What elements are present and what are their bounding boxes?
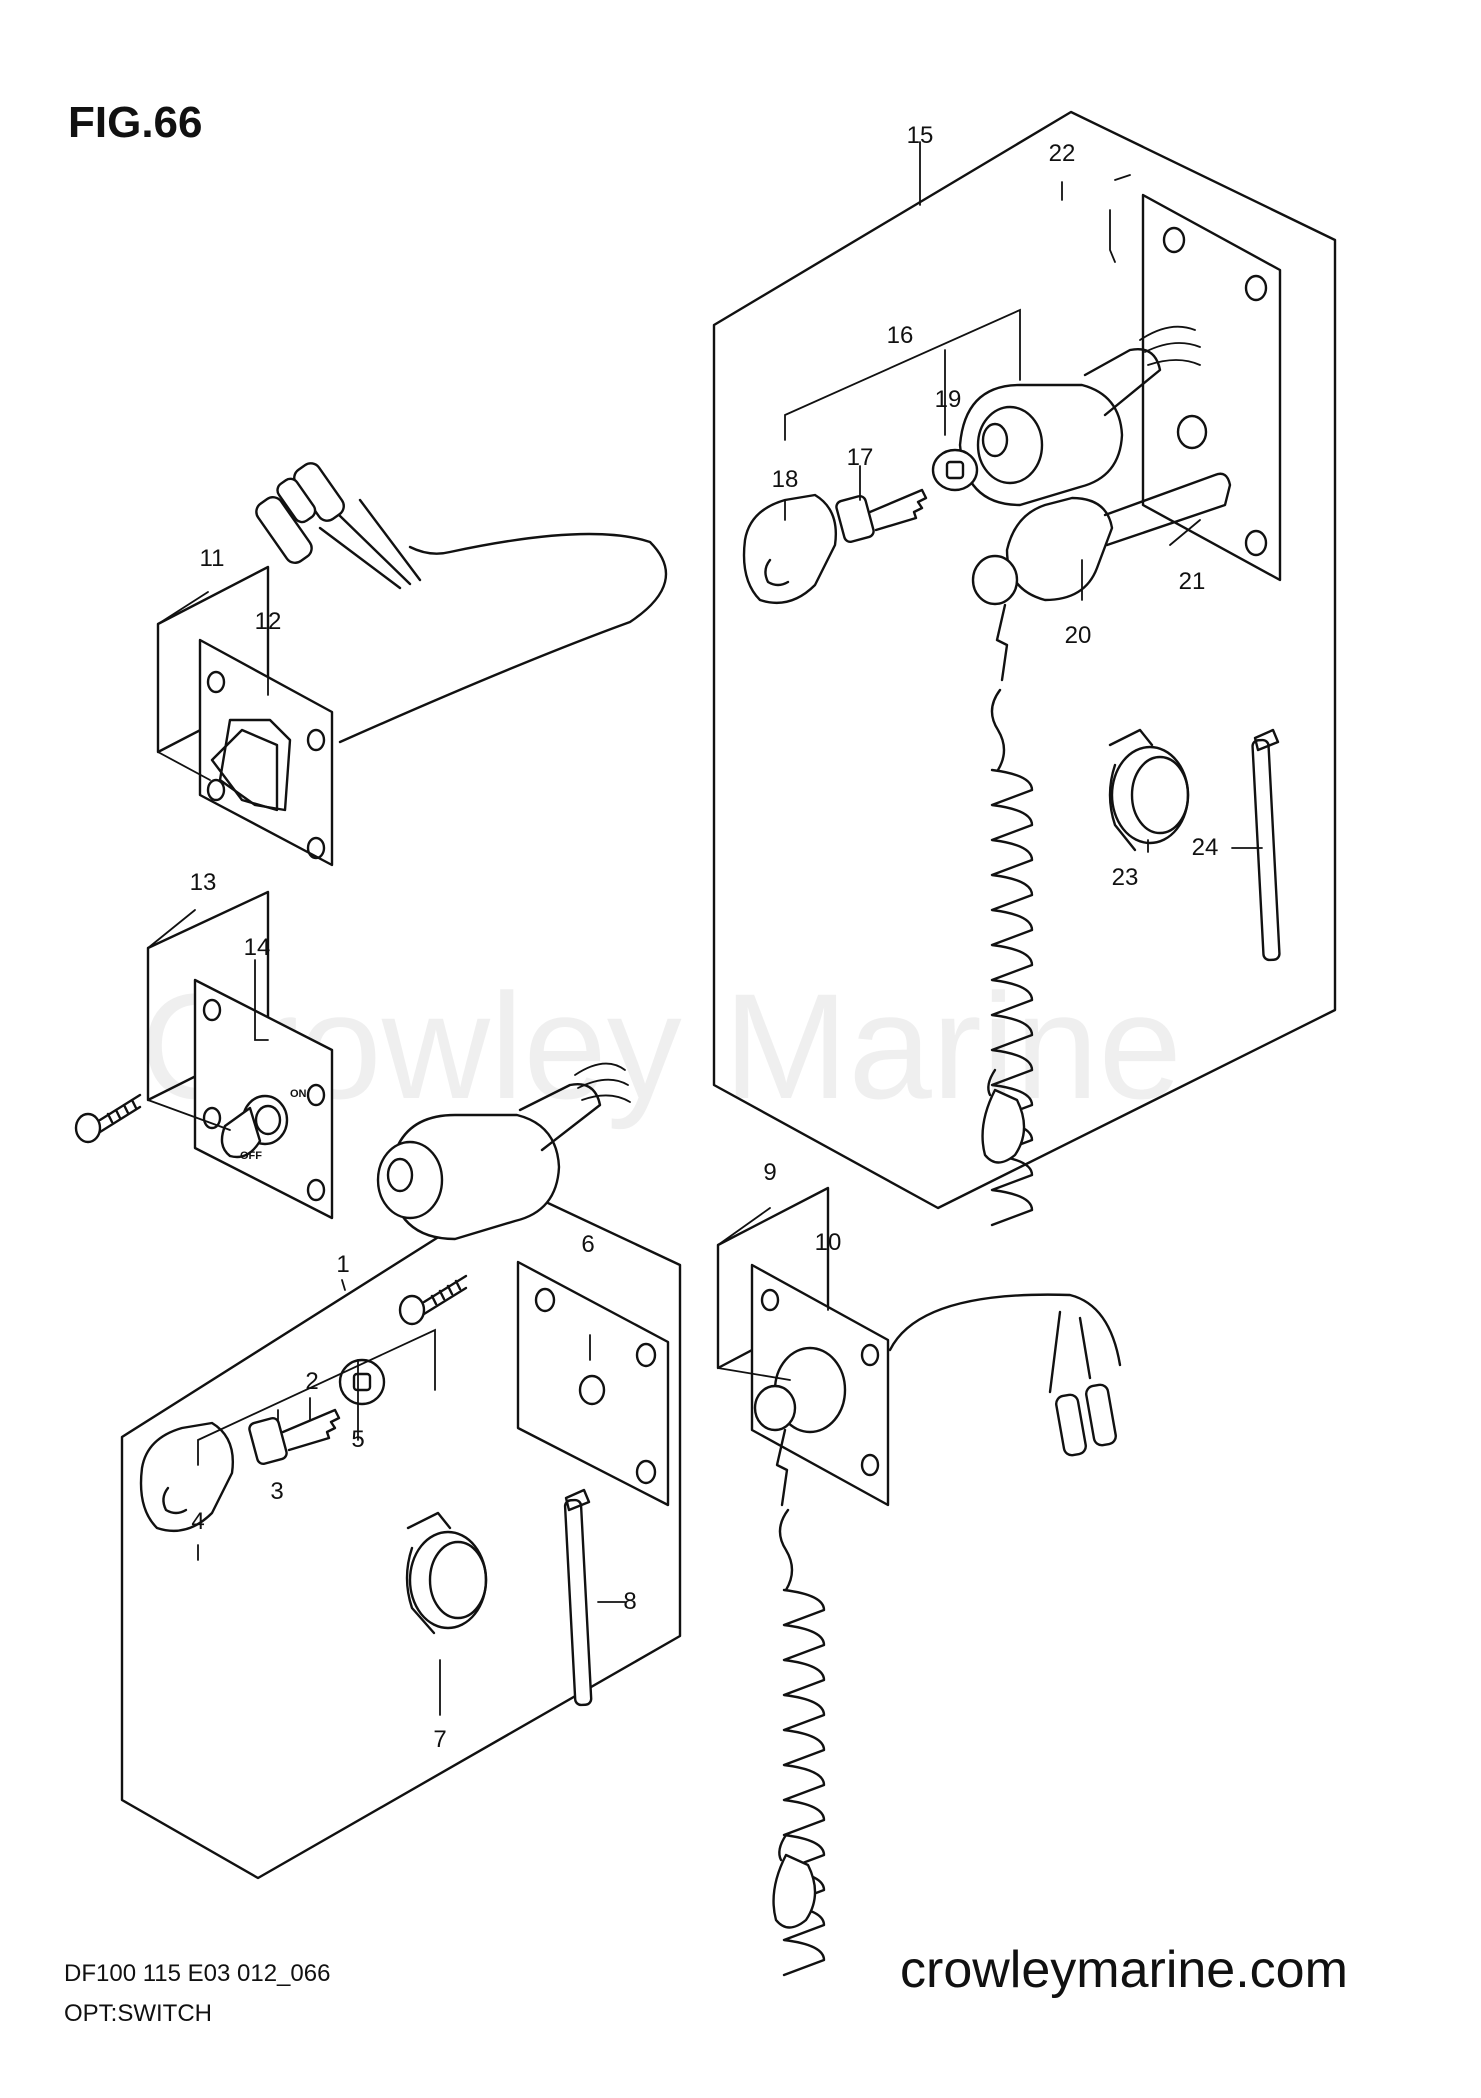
callout-21: 21 [1178, 568, 1206, 595]
website-url: crowleymarine.com [900, 1941, 1348, 1999]
kit-13-screw [74, 1093, 142, 1144]
kit-15-lanyard-coil [981, 688, 1034, 1227]
kit-15-panel [712, 110, 1337, 1210]
callout-8: 8 [623, 1588, 637, 1615]
model-code: DF100 115 E03 012_066 [64, 1960, 331, 1987]
callout-9: 9 [763, 1159, 777, 1186]
figure-title: FIG.66 [68, 98, 203, 147]
kit-13-toggle-switch [220, 1094, 289, 1159]
kit-1-horn [405, 1511, 488, 1635]
callout-6: 6 [581, 1231, 595, 1258]
kit-11-wire [318, 498, 668, 744]
section-subtitle: OPT:SWITCH [64, 2000, 212, 2027]
kit-1-screw [398, 1274, 468, 1326]
kit-1-key [248, 1408, 341, 1466]
kit-15-mount-plate [1141, 193, 1282, 582]
callout-24: 24 [1191, 834, 1219, 861]
kit-11-rocker-switch [210, 718, 292, 812]
callout-13: 13 [189, 869, 217, 896]
kit-15-key-cover [742, 493, 837, 605]
callout-18: 18 [771, 466, 799, 493]
kit-15-keyhole-seal [931, 448, 979, 492]
callout-16: 16 [886, 322, 914, 349]
kit-11-connectors [255, 462, 345, 564]
callout-4: 4 [191, 1508, 205, 1535]
kit-1-mount-plate [516, 1260, 670, 1507]
kit-1-keyhole-seal [338, 1358, 386, 1406]
callout-19: 19 [934, 386, 962, 413]
kit-1-panel [120, 1186, 682, 1880]
kit-1-cable-tie [563, 1488, 593, 1707]
leader-lines [147, 141, 1263, 1716]
callout-17: 17 [846, 444, 874, 471]
callout-5: 5 [351, 1426, 365, 1453]
kit-1-main-switch [376, 1062, 631, 1241]
callout-15: 15 [906, 122, 934, 149]
callout-7: 7 [433, 1726, 447, 1753]
kit-15-horn [1108, 728, 1190, 852]
kit-9-wire [888, 1293, 1122, 1394]
callout-2: 2 [305, 1368, 319, 1395]
kit-9-stop-switch [753, 1346, 847, 1507]
toggle-off-label: OFF [240, 1150, 262, 1162]
callout-11: 11 [199, 545, 225, 572]
callout-12: 12 [254, 608, 282, 635]
kit-15-main-switch [958, 325, 1201, 507]
callout-20: 20 [1064, 622, 1092, 649]
kit-9-connectors [1055, 1383, 1117, 1457]
kit-9-lanyard-coil [772, 1508, 826, 1977]
callout-3: 3 [270, 1478, 284, 1505]
callout-10: 10 [814, 1229, 842, 1256]
kit-15-key [835, 488, 928, 544]
toggle-on-label: ON [290, 1088, 307, 1100]
callout-1: 1 [336, 1251, 350, 1278]
kit-15-cable-tie [1251, 728, 1281, 962]
callout-14: 14 [243, 934, 271, 961]
callout-22: 22 [1048, 140, 1076, 167]
kit-15-stop-switch [971, 472, 1232, 682]
callout-23: 23 [1111, 864, 1139, 891]
kit-1-key-cover [139, 1421, 234, 1533]
